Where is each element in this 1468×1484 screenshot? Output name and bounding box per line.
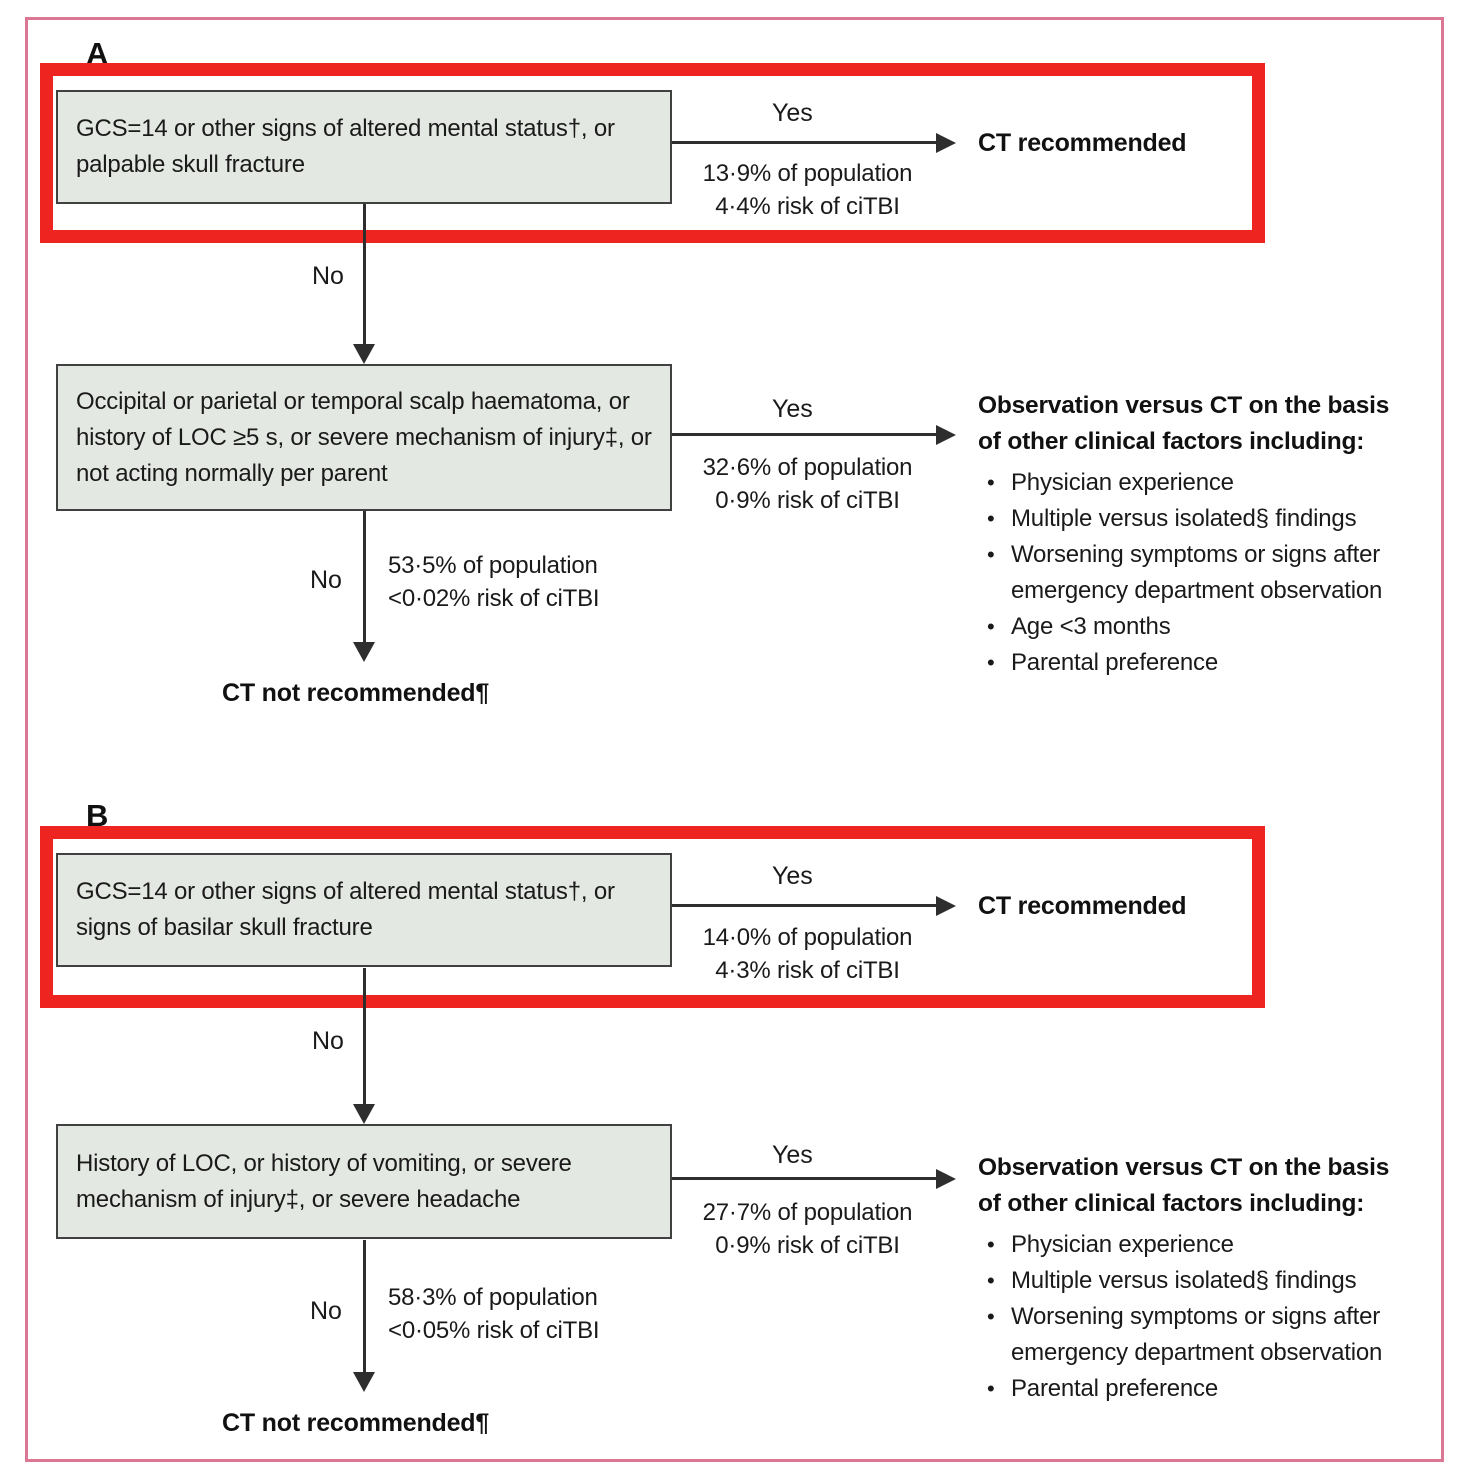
panel-a-decision-box-2: Occipital or parietal or temporal scalp … bbox=[56, 364, 672, 511]
panel-b-yes2-stats: 27·7% of population 0·9% risk of ciTBI bbox=[685, 1196, 930, 1262]
panel-a-ct-recommended: CT recommended bbox=[978, 129, 1187, 157]
panel-a-observation-block: Observation versus CT on the basis of ot… bbox=[978, 388, 1410, 681]
panel-b-yes2-arrow-line bbox=[672, 1177, 938, 1180]
panel-a-no1-arrow-line bbox=[363, 204, 366, 346]
panel-b-no2-arrow-line bbox=[363, 1240, 366, 1374]
panel-a-no1-label: No bbox=[312, 262, 344, 290]
panel-b-no1-arrow-line bbox=[363, 968, 366, 1106]
panel-b-no1-label: No bbox=[312, 1027, 344, 1055]
panel-a-yes2-population: 32·6% of population bbox=[702, 454, 913, 481]
panel-b-ct-recommended: CT recommended bbox=[978, 892, 1187, 920]
list-item: Parental preference bbox=[978, 645, 1410, 681]
panel-b-yes1-arrowhead-icon bbox=[936, 896, 956, 916]
panel-b-no1-arrowhead-icon bbox=[353, 1104, 375, 1124]
panel-a-ct-not-recommended: CT not recommended¶ bbox=[222, 679, 490, 707]
panel-a-yes2-risk: 0·9% risk of ciTBI bbox=[715, 487, 900, 514]
panel-b-yes2-arrowhead-icon bbox=[936, 1169, 956, 1189]
panel-b-yes1-label: Yes bbox=[772, 862, 813, 890]
panel-a-no2-population: 53·5% of population bbox=[388, 552, 598, 579]
panel-a-yes2-arrowhead-icon bbox=[936, 425, 956, 445]
panel-b-yes1-arrow-line bbox=[672, 904, 938, 907]
panel-b-no2-stats: 58·3% of population <0·05% risk of ciTBI bbox=[388, 1281, 668, 1347]
list-item: Physician experience bbox=[978, 1227, 1410, 1263]
panel-a-no2-arrow-line bbox=[363, 511, 366, 644]
panel-a-yes1-arrowhead-icon bbox=[936, 133, 956, 153]
figure-border-frame bbox=[25, 17, 1444, 1462]
panel-b-yes2-risk: 0·9% risk of ciTBI bbox=[715, 1232, 900, 1259]
panel-a-decision-box-1: GCS=14 or other signs of altered mental … bbox=[56, 90, 672, 204]
panel-b-no2-risk: <0·05% risk of ciTBI bbox=[388, 1317, 600, 1344]
panel-b-yes1-stats: 14·0% of population 4·3% risk of ciTBI bbox=[685, 921, 930, 987]
panel-b-no2-arrowhead-icon bbox=[353, 1372, 375, 1392]
panel-a-highlight-rectangle bbox=[40, 63, 1265, 243]
panel-a-observation-heading-line2: of other clinical factors including: bbox=[978, 428, 1365, 455]
panel-b-observation-heading-line1: Observation versus CT on the basis bbox=[978, 1154, 1390, 1181]
panel-b-highlight-rectangle bbox=[40, 826, 1265, 1008]
panel-b-observation-block: Observation versus CT on the basis of ot… bbox=[978, 1150, 1410, 1407]
panel-b-observation-heading-line2: of other clinical factors including: bbox=[978, 1190, 1365, 1217]
list-item: Multiple versus isolated§ findings bbox=[978, 501, 1410, 537]
list-item: Age <3 months bbox=[978, 609, 1410, 645]
list-item: Parental preference bbox=[978, 1371, 1410, 1407]
panel-a-yes2-stats: 32·6% of population 0·9% risk of ciTBI bbox=[685, 451, 930, 517]
panel-a-no2-arrowhead-icon bbox=[353, 642, 375, 662]
panel-b-no2-population: 58·3% of population bbox=[388, 1284, 598, 1311]
panel-b-yes1-population: 14·0% of population bbox=[702, 924, 913, 951]
panel-b-no2-label: No bbox=[310, 1297, 342, 1325]
panel-a-yes1-arrow-line bbox=[672, 141, 938, 144]
panel-b-yes1-risk: 4·3% risk of ciTBI bbox=[715, 957, 900, 984]
panel-b-label: B bbox=[86, 798, 109, 833]
list-item: Worsening symptoms or signs after emerge… bbox=[978, 537, 1410, 609]
panel-b-yes2-population: 27·7% of population bbox=[702, 1199, 913, 1226]
panel-b-yes2-label: Yes bbox=[772, 1141, 813, 1169]
panel-a-yes2-arrow-line bbox=[672, 433, 938, 436]
panel-a-no2-stats: 53·5% of population <0·02% risk of ciTBI bbox=[388, 549, 668, 615]
panel-a-no1-arrowhead-icon bbox=[353, 344, 375, 364]
panel-a-no2-risk: <0·02% risk of ciTBI bbox=[388, 585, 600, 612]
panel-b-decision-box-2: History of LOC, or history of vomiting, … bbox=[56, 1124, 672, 1239]
panel-a-yes1-stats: 13·9% of population 4·4% risk of ciTBI bbox=[685, 157, 930, 223]
panel-a-no2-label: No bbox=[310, 566, 342, 594]
panel-b-observation-list: Physician experience Multiple versus iso… bbox=[978, 1227, 1410, 1407]
panel-a-observation-list: Physician experience Multiple versus iso… bbox=[978, 465, 1410, 681]
list-item: Worsening symptoms or signs after emerge… bbox=[978, 1299, 1410, 1371]
list-item: Multiple versus isolated§ findings bbox=[978, 1263, 1410, 1299]
panel-a-yes1-risk: 4·4% risk of ciTBI bbox=[715, 193, 900, 220]
panel-a-label: A bbox=[86, 36, 109, 71]
panel-a-yes1-label: Yes bbox=[772, 99, 813, 127]
panel-a-yes2-label: Yes bbox=[772, 395, 813, 423]
panel-b-ct-not-recommended: CT not recommended¶ bbox=[222, 1409, 490, 1437]
panel-b-decision-box-1: GCS=14 or other signs of altered mental … bbox=[56, 853, 672, 967]
panel-a-observation-heading-line1: Observation versus CT on the basis bbox=[978, 392, 1390, 419]
list-item: Physician experience bbox=[978, 465, 1410, 501]
panel-a-yes1-population: 13·9% of population bbox=[702, 160, 913, 187]
